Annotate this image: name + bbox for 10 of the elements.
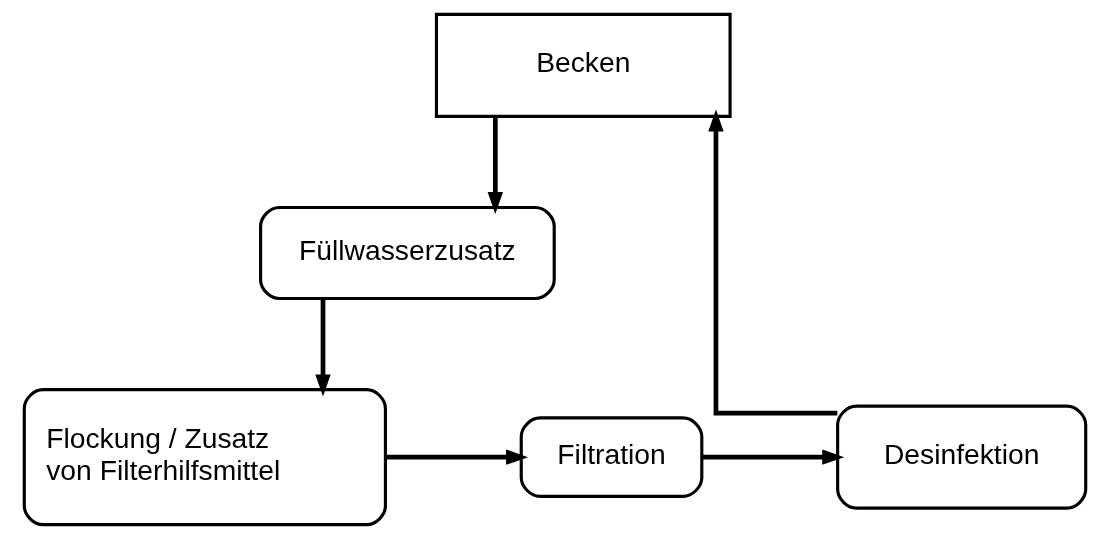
arrow [701,449,844,465]
node-box: Becken [434,12,732,118]
node-box: Füllwasserzusatz [258,205,556,301]
node-box: Filtration [519,416,703,498]
arrow [385,449,528,465]
arrow [487,116,503,215]
node-box: Flockung / Zusatz von Filterhilfsmittel [22,388,387,527]
arrow [314,298,331,397]
arrow [707,109,837,416]
node-box: Desinfektion [835,404,1087,510]
